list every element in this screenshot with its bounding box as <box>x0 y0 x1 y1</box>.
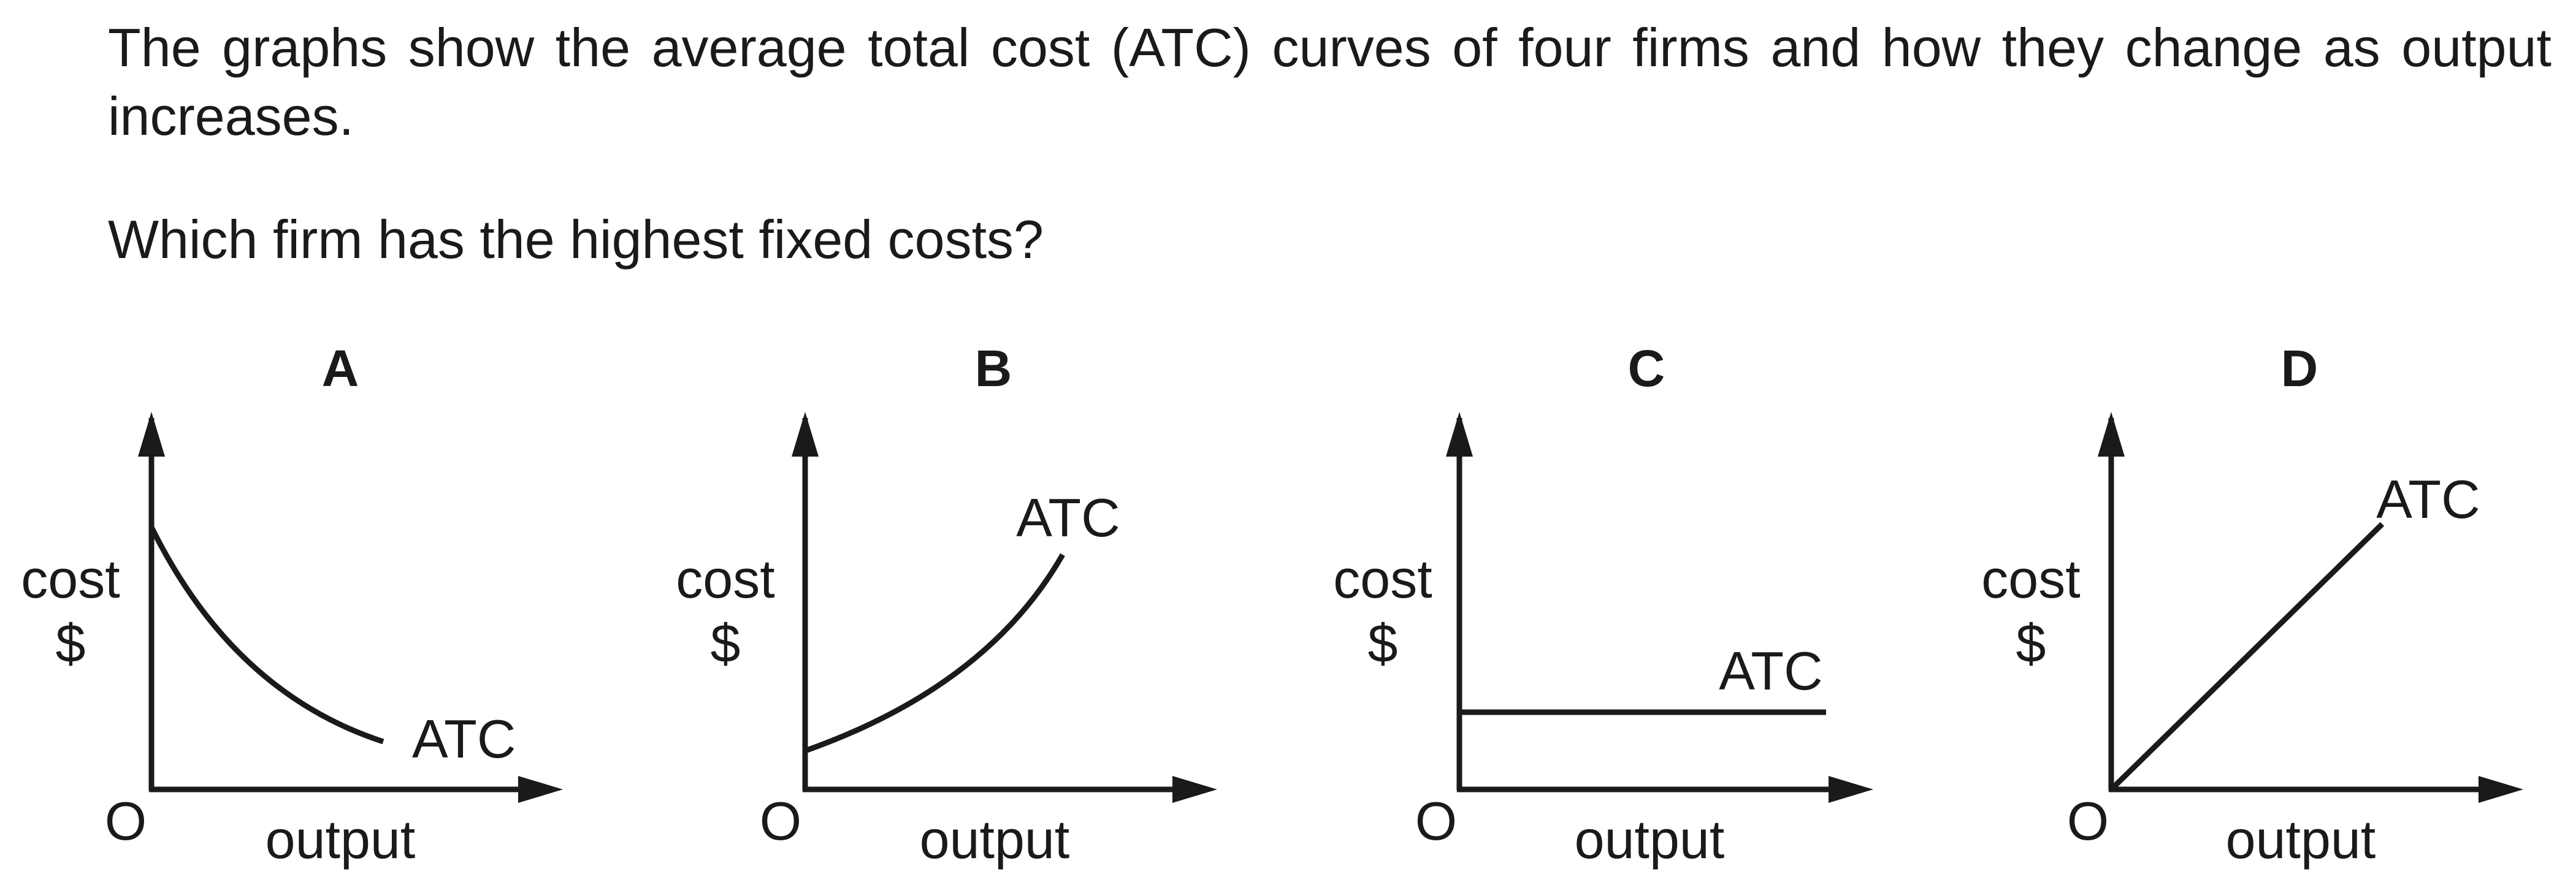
graph-a-curve-label: ATC <box>412 709 516 769</box>
graph-d-axes <box>2098 412 2523 803</box>
graph-c-label: C <box>1628 340 1665 397</box>
graph-b-axes <box>792 412 1217 803</box>
graph-d-atc-curve <box>2109 522 2385 792</box>
graph-a-y-unit: $ <box>56 613 86 674</box>
graph-a-axes <box>138 412 563 803</box>
graph-d-x-arrow <box>2479 776 2523 803</box>
graph-d-curve-label: ATC <box>2376 469 2480 530</box>
graph-a-y-label: cost <box>21 549 120 609</box>
graph-b-x-arrow <box>1172 776 1217 803</box>
graph-a-origin: O <box>105 791 147 851</box>
graph-b-origin: O <box>760 791 801 851</box>
graph-c-x-arrow <box>1829 776 1873 803</box>
graph-b-label: B <box>975 340 1012 397</box>
graph-d-y-label: cost <box>1981 549 2080 609</box>
graph-a-label: A <box>322 340 359 397</box>
graph-a-atc-curve <box>148 526 384 745</box>
question-prompt: Which firm has the highest fixed costs? <box>108 209 1044 270</box>
graph-b-curve-label: ATC <box>1016 487 1120 548</box>
graph-b-y-arrow <box>792 412 819 457</box>
graph-c-x-label: output <box>1575 809 1725 870</box>
graph-d-label: D <box>2281 340 2318 397</box>
graph-c-y-label: cost <box>1333 549 1432 609</box>
graph-c-origin: O <box>1415 791 1457 851</box>
graph-c-axes <box>1446 412 1873 803</box>
graph-a-y-arrow <box>138 412 165 457</box>
graph-b-y-label: cost <box>676 549 774 609</box>
graph-c: C ATC cost $ O output <box>1333 340 1873 870</box>
graph-d-x-label: output <box>2226 809 2376 870</box>
graph-c-y-arrow <box>1446 412 1473 457</box>
graph-a-x-arrow <box>518 776 563 803</box>
graph-c-curve-label: ATC <box>1719 640 1822 701</box>
graph-b: B ATC cost $ O output <box>676 340 1217 870</box>
graph-d: D ATC cost $ O output <box>1981 340 2523 870</box>
graph-c-y-unit: $ <box>1368 613 1398 674</box>
graph-b-x-label: output <box>920 809 1070 870</box>
graph-d-y-unit: $ <box>2016 613 2046 674</box>
graph-b-y-unit: $ <box>711 613 741 674</box>
graph-d-y-arrow <box>2098 412 2125 457</box>
graph-b-atc-curve <box>804 553 1065 754</box>
question-text: The graphs show the average total cost (… <box>108 17 2551 146</box>
graph-a-x-label: output <box>266 809 416 870</box>
graph-a: A ATC cost $ O output <box>21 340 563 870</box>
graph-d-origin: O <box>2067 791 2109 851</box>
